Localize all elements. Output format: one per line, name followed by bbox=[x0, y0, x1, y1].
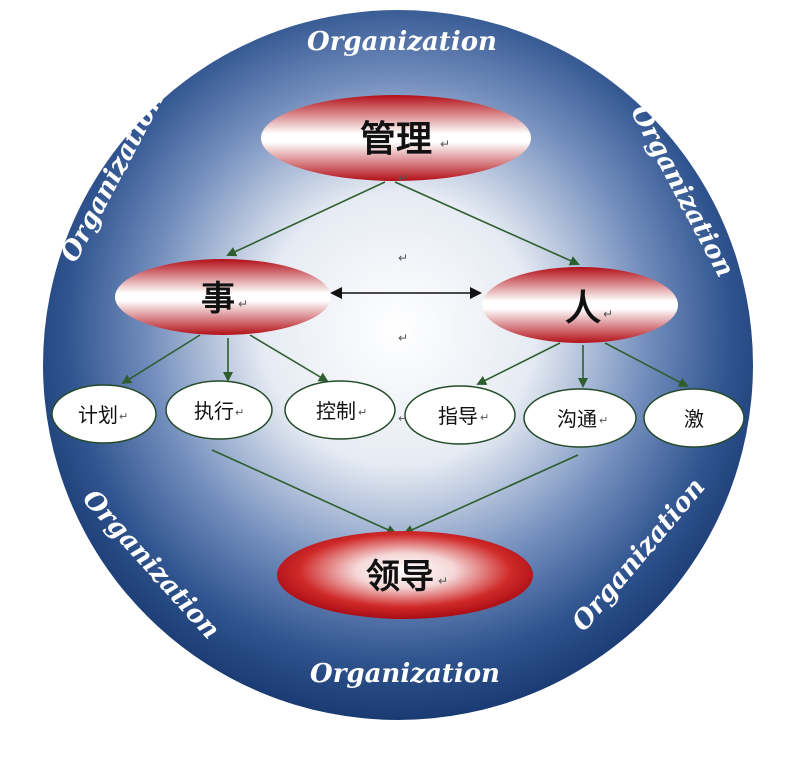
bottom-node: 领导 ↵ bbox=[277, 531, 533, 619]
para-mark: ↵ bbox=[398, 412, 407, 425]
leaf-node-left-3: 控制 ↵ bbox=[284, 380, 396, 440]
para-mark: ↵ bbox=[398, 251, 408, 265]
para-mark: ↵ bbox=[603, 307, 613, 321]
leaf-node-right-3: 激 bbox=[643, 388, 745, 448]
bottom-node-label: 领导 bbox=[366, 557, 434, 597]
arrow-left-to-bottom bbox=[211, 449, 397, 535]
arrow-top-to-left bbox=[226, 181, 386, 257]
para-mark: ↵ bbox=[440, 137, 450, 151]
leaf-node-left-1: 计划 ↵ bbox=[51, 384, 157, 444]
arrow-left-to-leaf-1 bbox=[121, 334, 201, 385]
leaf-node-left-2: 执行 ↵ bbox=[165, 380, 273, 440]
branch-left-label: 事 bbox=[201, 279, 235, 319]
top-node-label: 管理 bbox=[360, 119, 432, 160]
para-mark: ↵ bbox=[599, 414, 608, 427]
branch-right-label: 人 bbox=[565, 288, 601, 329]
para-mark: ↵ bbox=[480, 411, 489, 424]
para-mark: ↵ bbox=[398, 331, 408, 345]
leaf-node-right-1: ↵ 指导 ↵ bbox=[398, 385, 516, 445]
branch-node-right: 人 ↵ bbox=[482, 267, 678, 343]
leaf-label: 控制 bbox=[316, 399, 356, 423]
para-mark: ↵ bbox=[438, 574, 448, 588]
leaf-label: 指导 bbox=[438, 404, 478, 428]
arrow-right-to-leaf-1 bbox=[476, 342, 561, 385]
para-mark: ↵ bbox=[119, 410, 128, 423]
leaf-label: 执行 bbox=[194, 399, 234, 423]
para-mark: ↵ bbox=[235, 406, 244, 419]
leaf-node-right-2: 沟通 ↵ bbox=[523, 388, 637, 448]
leaf-label: 沟通 bbox=[557, 407, 597, 431]
arrow-top-to-right bbox=[394, 181, 580, 266]
top-node: 管理 ↵ bbox=[261, 95, 531, 181]
para-mark: ↵ bbox=[358, 406, 367, 419]
arrow-right-to-leaf-3 bbox=[604, 342, 689, 387]
para-mark: ↵ bbox=[238, 297, 248, 311]
arrow-right-to-bottom bbox=[403, 454, 579, 535]
organization-circle bbox=[43, 10, 753, 720]
arrow-left-to-leaf-3 bbox=[249, 334, 329, 383]
para-mark: ↵ bbox=[398, 171, 408, 185]
branch-node-left: 事 ↵ bbox=[115, 259, 331, 335]
leaf-label: 计划 bbox=[78, 403, 118, 427]
ring-word-bottom: Organization bbox=[310, 659, 500, 689]
ring-word-top: Organization bbox=[307, 27, 497, 57]
leaf-label: 激 bbox=[684, 407, 704, 431]
